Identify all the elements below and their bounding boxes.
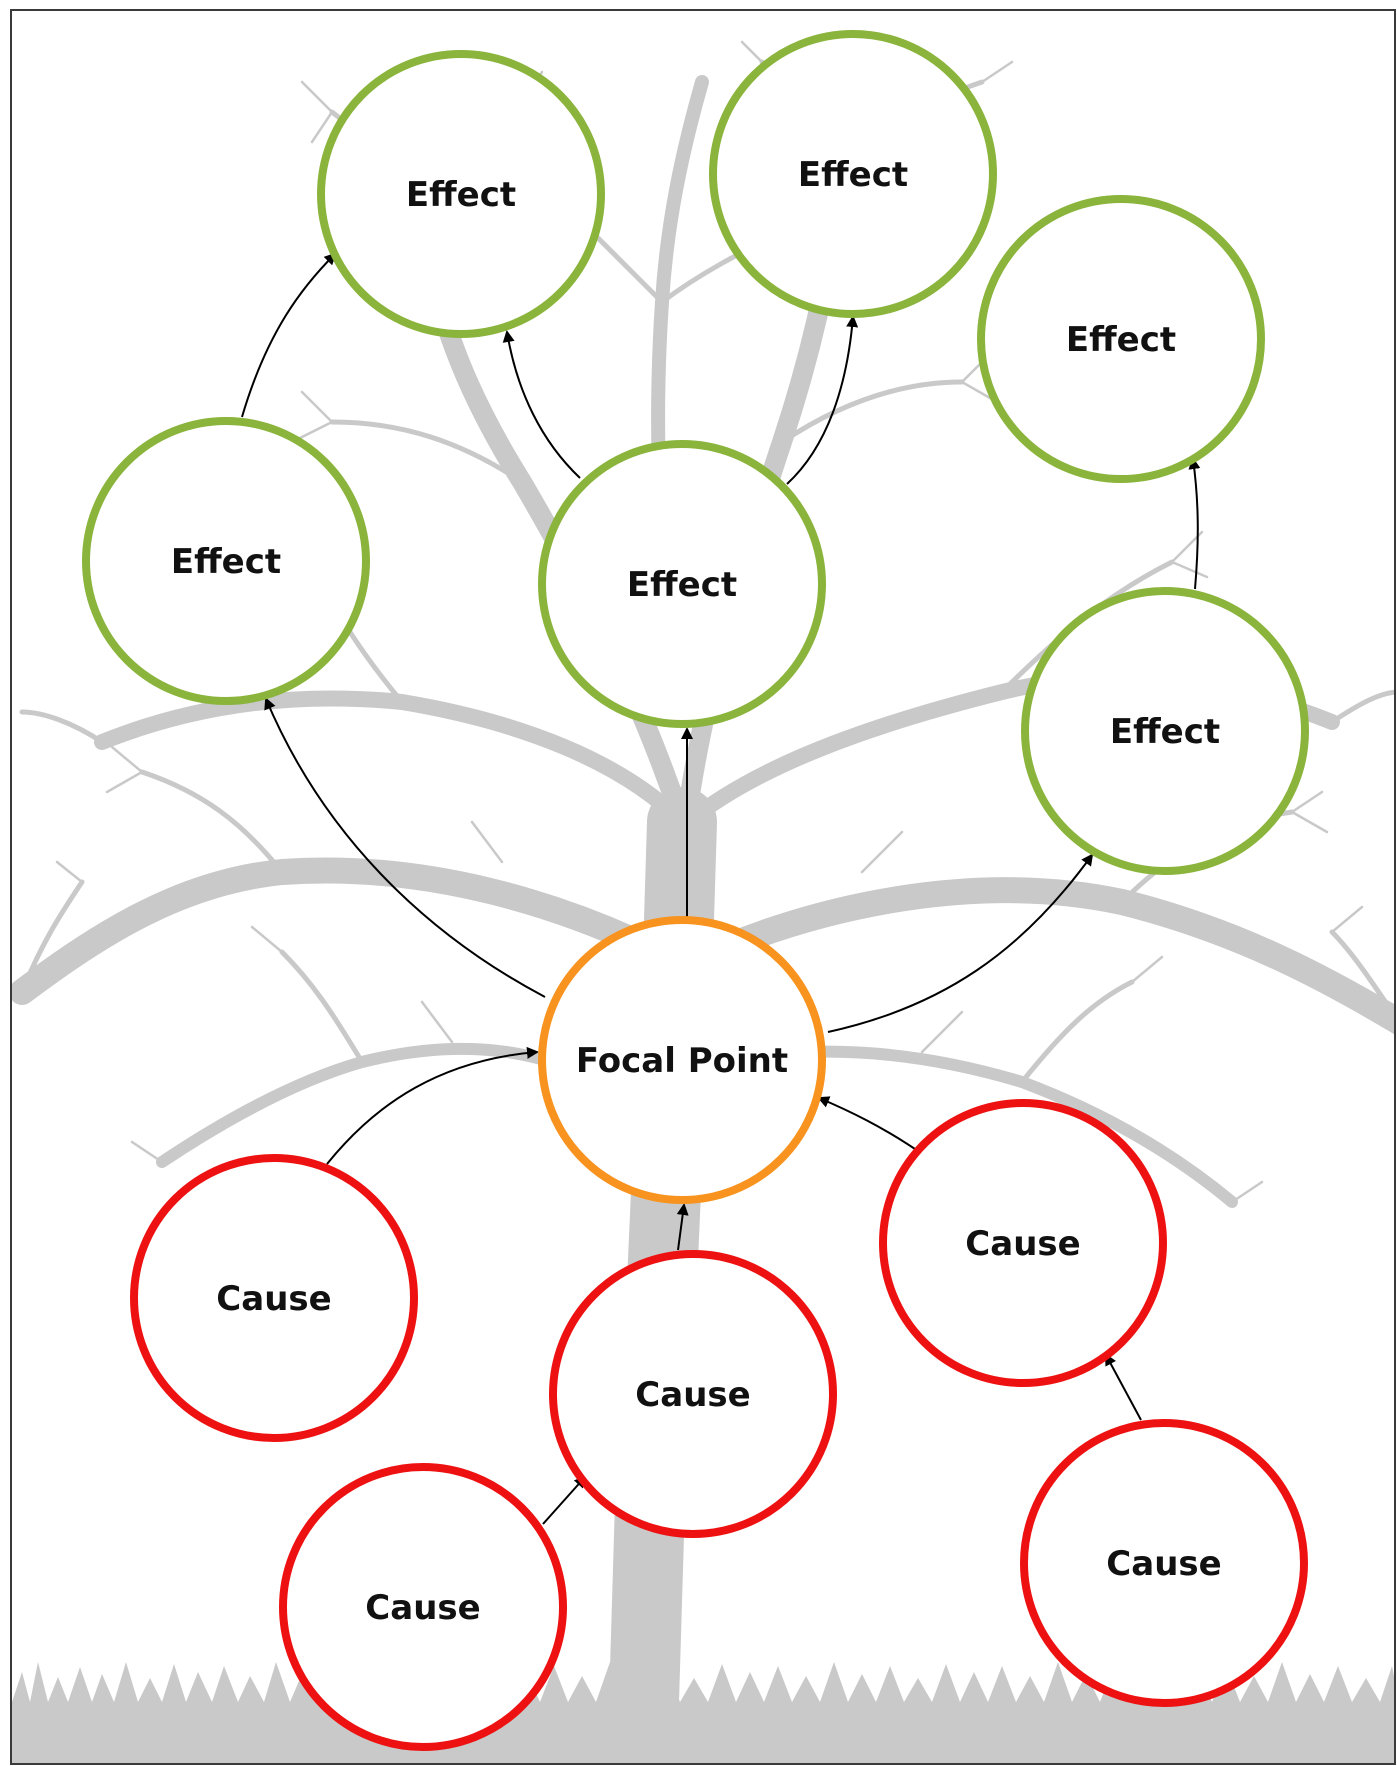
arrow-cause-to-focal: [676, 1203, 689, 1251]
effect-node: Effect: [538, 440, 826, 728]
arrow-effect-to-effect: [502, 330, 581, 479]
node-label: Cause: [1106, 1544, 1221, 1584]
diagram-frame: Effect Effect Effect Effect Effect Effec…: [10, 9, 1396, 1765]
node-label: Cause: [965, 1224, 1080, 1264]
node-label: Cause: [635, 1375, 750, 1415]
arrow-effect-to-effect: [1188, 457, 1201, 590]
node-label: Effect: [1066, 320, 1176, 360]
arrow-cause-to-cause: [542, 1475, 587, 1525]
cause-node: Cause: [279, 1463, 567, 1751]
cause-node: Cause: [1020, 1419, 1308, 1707]
effect-node: Effect: [977, 195, 1265, 483]
node-label: Effect: [798, 155, 908, 195]
effect-node: Effect: [82, 417, 370, 705]
focal-point-node: Focal Point: [538, 916, 826, 1204]
arrow-layer: [241, 252, 1201, 1525]
arrow-effect-to-effect: [786, 315, 859, 485]
cause-node: Cause: [879, 1099, 1167, 1387]
effect-node: Effect: [1021, 587, 1309, 875]
cause-node: Cause: [549, 1250, 837, 1538]
effect-node: Effect: [709, 30, 997, 318]
arrow-effect-to-effect: [241, 252, 337, 418]
effect-node: Effect: [317, 50, 605, 338]
node-label: Cause: [365, 1588, 480, 1628]
cause-node: Cause: [130, 1154, 418, 1442]
arrow-cause-to-focal: [817, 1096, 916, 1150]
arrow-cause-to-focal: [326, 1046, 539, 1165]
node-layer: Effect Effect Effect Effect Effect Effec…: [82, 30, 1309, 1751]
node-label: Focal Point: [576, 1041, 788, 1081]
node-label: Effect: [627, 565, 737, 605]
arrow-focal-to-effect: [827, 853, 1094, 1033]
node-label: Effect: [171, 542, 281, 582]
arrow-cause-to-cause: [1105, 1353, 1142, 1421]
node-label: Cause: [216, 1279, 331, 1319]
node-label: Effect: [406, 175, 516, 215]
cause-effect-tree-diagram: Effect Effect Effect Effect Effect Effec…: [12, 30, 1394, 1763]
node-label: Effect: [1110, 712, 1220, 752]
arrow-focal-to-effect: [264, 697, 546, 998]
